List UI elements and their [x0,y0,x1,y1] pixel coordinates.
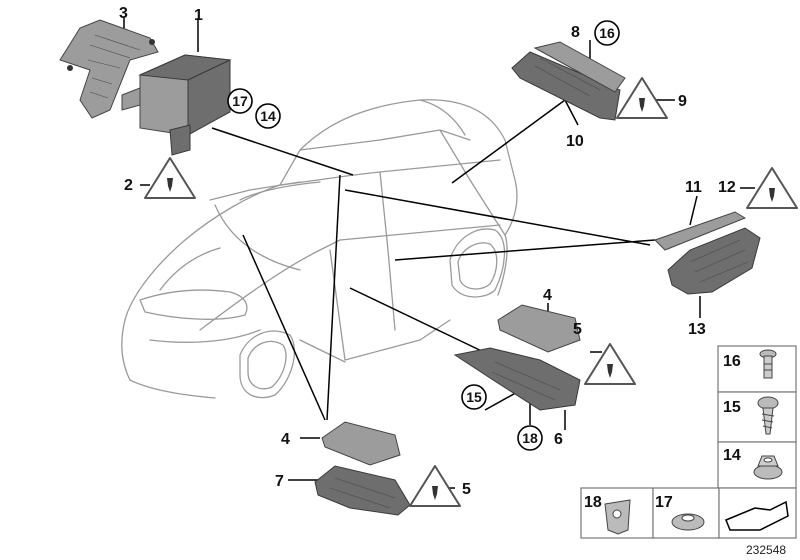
warning-triangle-9-icon [616,77,668,119]
callout-1: 1 [194,7,203,24]
circled-callout-18: 18 [517,425,543,451]
reference-arrow-icon [725,500,789,531]
callout-4b: 4 [281,431,290,448]
callout-8: 8 [571,24,580,41]
callout-12: 12 [718,179,736,196]
callout-2: 2 [124,177,133,194]
fastener-legend: 16 15 14 18 17 [580,345,797,539]
svg-text:14: 14 [260,108,276,124]
callout-9: 9 [678,93,687,110]
warning-triangle-5b-icon [409,465,461,507]
callout-5a: 5 [573,321,582,338]
callout-13: 13 [688,321,706,338]
circled-callout-14: 14 [255,103,281,129]
washer-icon [671,513,705,531]
svg-text:15: 15 [466,389,482,405]
legend-label-17: 17 [655,494,673,511]
legend-label-16: 16 [723,353,741,370]
circled-callout-16: 16 [594,20,620,46]
callout-3: 3 [119,5,128,22]
svg-text:17: 17 [232,93,248,109]
antenna-module-part-8-10 [511,41,626,121]
callout-11: 11 [685,179,702,196]
control-unit-part-1 [121,54,232,156]
callout-10: 10 [566,133,584,150]
circled-callout-15: 15 [461,384,487,410]
svg-text:18: 18 [522,430,538,446]
antenna-module-part-11-13 [654,211,761,295]
legend-label-18: 18 [584,494,602,511]
callout-5b: 5 [462,481,471,498]
screw-icon [757,396,779,435]
reference-number: 232548 [746,543,786,557]
antenna-module-part-4-7 [314,421,411,516]
legend-label-14: 14 [723,447,741,464]
svg-text:16: 16 [599,25,615,41]
warning-triangle-5a-icon [584,343,636,385]
legend-box-15 [717,391,797,443]
antenna-module-part-4-6 [453,304,581,411]
callout-4a: 4 [543,287,552,304]
push-rivet-icon [759,349,777,379]
legend-label-15: 15 [723,399,741,416]
leader-lines [123,18,755,489]
legend-box-14 [717,441,797,489]
legend-box-16 [717,345,797,393]
flange-nut-icon [753,455,783,480]
warning-triangle-2-icon [144,157,196,199]
callout-6: 6 [554,431,563,448]
warning-triangle-12-icon [746,167,798,209]
circled-callout-17: 17 [227,88,253,114]
clip-nut-icon [604,499,631,535]
callout-7: 7 [275,473,284,490]
bracket-part-3 [59,19,159,119]
